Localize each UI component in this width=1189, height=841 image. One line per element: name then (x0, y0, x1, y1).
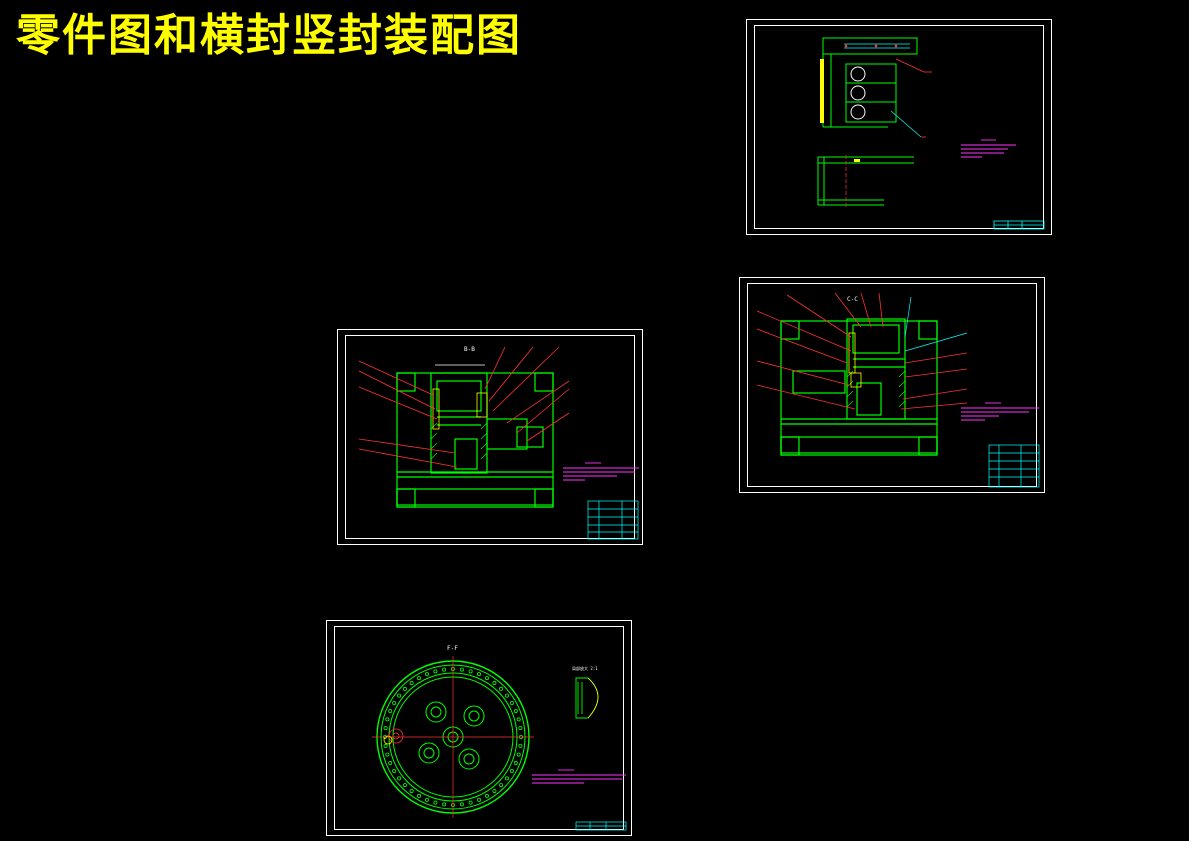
detail-label: 局部放大 2:1 (572, 665, 598, 671)
gear-tooth (484, 676, 489, 681)
technical-notes-cc (961, 402, 1039, 421)
part-side-view (817, 155, 914, 207)
gear-tooth (492, 681, 497, 686)
section-label-ff: F-F (447, 645, 458, 652)
gear-tooth (433, 669, 438, 674)
gear-tooth (484, 793, 489, 798)
gear-tooth (397, 693, 402, 698)
gear-tooth (504, 693, 509, 698)
technical-notes-ff (532, 769, 626, 784)
gear-tooth (492, 788, 497, 793)
gear-tooth (417, 676, 422, 681)
gear-tooth (383, 743, 388, 748)
gear-centerlines (372, 656, 534, 818)
gear-tooth (504, 776, 509, 781)
title-block (993, 220, 1045, 230)
gear-tooth (392, 701, 397, 706)
gear-tooth (509, 701, 514, 706)
gear-tooth (385, 752, 390, 757)
detail-outline (587, 677, 599, 719)
sheet-section-cc[interactable]: C-C (739, 277, 1045, 493)
gear-tooth (417, 793, 422, 798)
assembly-cc (780, 318, 938, 456)
gear-tooth (499, 783, 504, 788)
gear-tooth (513, 761, 518, 766)
technical-notes (961, 139, 1016, 158)
section-cc-svg: C-C (739, 277, 1045, 493)
parts-list-cc (988, 444, 1040, 488)
gear-tooth (433, 800, 438, 805)
highlight-cc (848, 332, 862, 388)
gear-tooth (424, 797, 429, 802)
gear-tooth (388, 708, 393, 713)
inner-frame (754, 25, 1044, 229)
hatching-bb (430, 422, 488, 460)
gear-tooth (477, 797, 482, 802)
outer-frame (746, 19, 1052, 235)
outer-frame (326, 620, 632, 836)
gear-tooth (459, 802, 464, 807)
gear-tooth (383, 726, 388, 731)
gear-tooth (477, 672, 482, 677)
outer-frame (739, 277, 1045, 493)
gear-tooth (442, 667, 447, 672)
inner-frame (334, 626, 624, 830)
gear-tooth (397, 776, 402, 781)
pinion (388, 728, 404, 744)
gear-tooth (516, 752, 521, 757)
gear-tooth (509, 768, 514, 773)
pinion-detail (383, 735, 393, 745)
gear-tooth (513, 708, 518, 713)
dimension-cc (904, 296, 968, 352)
sheet-gear-drawing[interactable]: F-F 局部放大 2:1 (326, 620, 632, 836)
detail-view (575, 677, 599, 719)
gear-tooth (385, 717, 390, 722)
section-label-cc: C-C (847, 296, 858, 303)
sheet-part-drawing[interactable] (746, 19, 1052, 235)
gear-tooth (402, 783, 407, 788)
highlight-bb (432, 388, 488, 430)
outer-frame (337, 329, 643, 545)
gear-tooth (409, 681, 414, 686)
hatching-cc (846, 370, 906, 408)
gear-tooth (518, 743, 523, 748)
part-top-view (820, 37, 932, 138)
gear-tooth (459, 667, 464, 672)
technical-notes-bb (563, 462, 639, 481)
gear-tooth (392, 768, 397, 773)
inner-frame (345, 335, 635, 539)
gear-tooth (424, 672, 429, 677)
inner-frame (747, 283, 1037, 487)
assembly-bb (396, 372, 554, 508)
section-bb-svg: B-B (337, 329, 643, 545)
part-drawing-svg (746, 19, 1052, 235)
gear-tooth (516, 717, 521, 722)
page-title: 零件图和横封竖封装配图 (16, 10, 522, 61)
title-block-ff (575, 821, 627, 831)
leaders-bb (358, 346, 570, 468)
gear-tooth (402, 686, 407, 691)
sheet-section-bb[interactable]: B-B (337, 329, 643, 545)
section-label-bb: B-B (464, 346, 475, 353)
gear-tooth (409, 788, 414, 793)
gear-tooth (442, 802, 447, 807)
gear-drawing-svg: F-F 局部放大 2:1 (326, 620, 632, 836)
gear-teeth (383, 667, 523, 807)
gear-tooth (468, 669, 473, 674)
gear-tooth (468, 800, 473, 805)
gear-tooth (518, 726, 523, 731)
leaders-cc (756, 292, 968, 410)
parts-list-bb (587, 500, 639, 540)
gear-tooth (499, 686, 504, 691)
gear-tooth (388, 761, 393, 766)
